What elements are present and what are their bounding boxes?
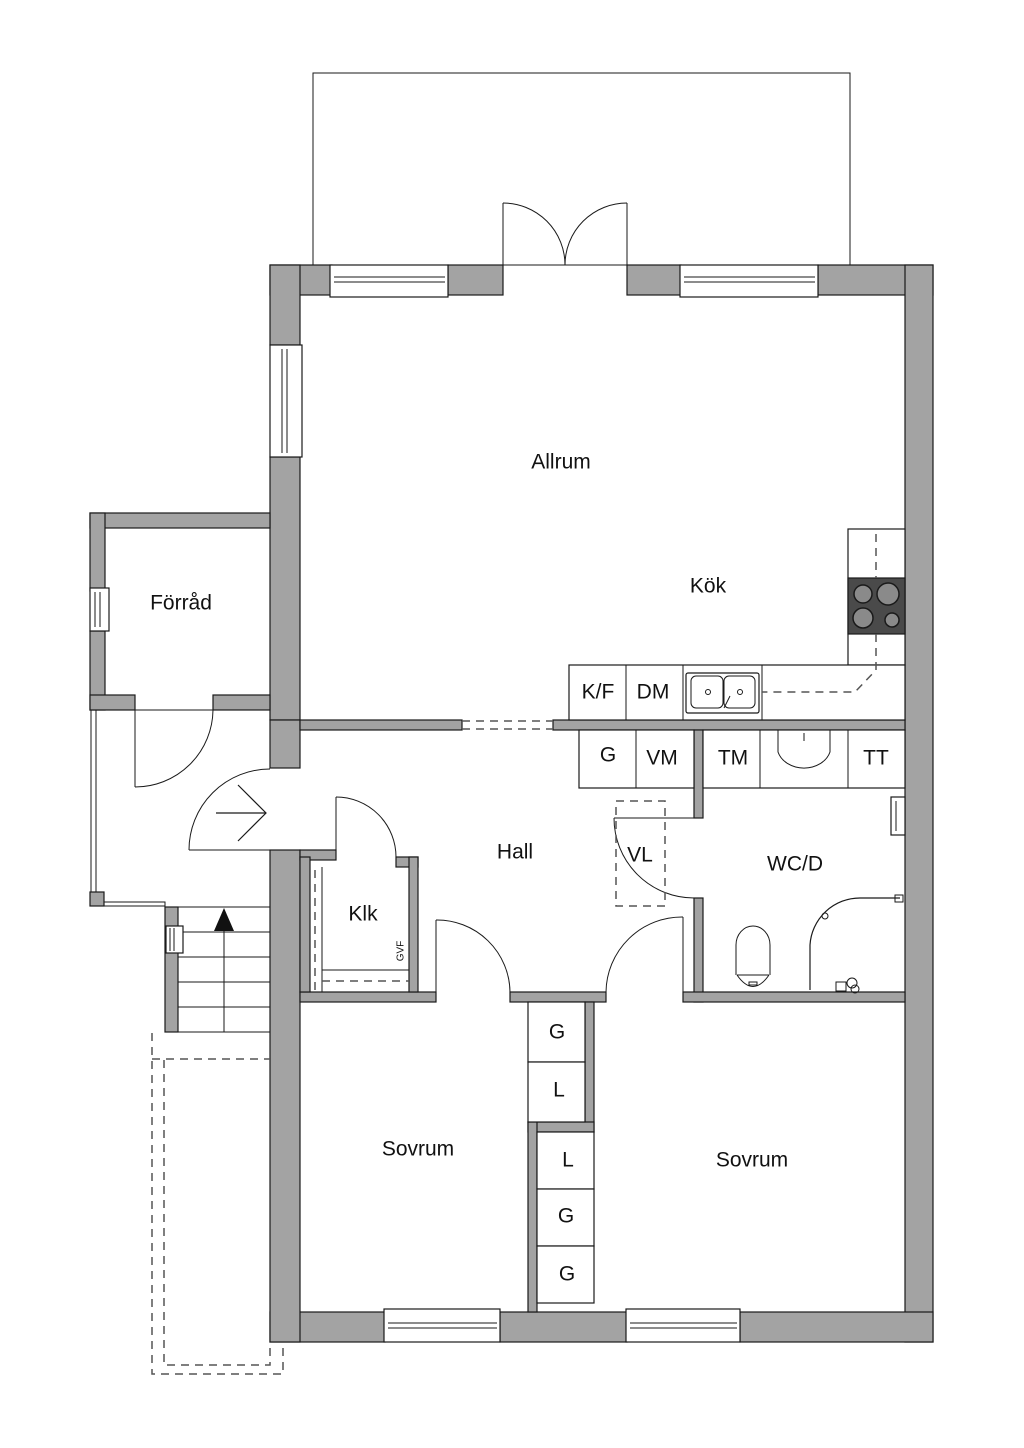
interior-walls [299, 719, 906, 1313]
sink-icon [685, 672, 760, 714]
window-left-allrum [269, 344, 303, 458]
room-label-sovrum-left: Sovrum [382, 1138, 454, 1161]
closet-label-right-1: L [562, 1149, 574, 1172]
stair-direction-arrow-icon [214, 908, 234, 931]
kitchen-counters [568, 528, 906, 721]
window-top-right [679, 264, 819, 298]
wardrobes [527, 1001, 595, 1304]
label-gvf: GVF [396, 941, 407, 962]
windows [89, 264, 906, 1343]
closet-labels: G L L G G [549, 1021, 575, 1286]
window-bottom-left [383, 1308, 501, 1343]
patio-double-door [502, 202, 628, 266]
room-label-klk: Klk [348, 903, 378, 926]
exterior-walls [269, 264, 934, 1343]
label-tm: TM [718, 747, 748, 770]
window-top-left [329, 264, 449, 298]
label-tt: TT [863, 747, 889, 770]
label-vm: VM [646, 747, 678, 770]
window-bathroom [890, 796, 906, 836]
washbasin-icon [777, 730, 831, 769]
toilet-icon [735, 925, 771, 987]
entrance-arrow-icon [216, 784, 267, 842]
room-label-forrad: Förråd [150, 592, 212, 615]
closet-shelves [314, 867, 409, 992]
porch-outline [90, 709, 270, 907]
window-forrad [89, 587, 110, 632]
label-dm: DM [637, 681, 670, 704]
room-label-hall: Hall [497, 841, 533, 864]
room-label-allrum: Allrum [531, 451, 591, 474]
closet-label-right-2: G [558, 1205, 574, 1228]
dashed-deck-outline [151, 1033, 284, 1375]
closet-label-right-3: G [559, 1263, 575, 1286]
shower-icon [809, 894, 904, 994]
label-g-laundry: G [600, 744, 616, 767]
ventilation-dashed [615, 800, 666, 907]
room-label-kok: Kök [690, 575, 727, 598]
room-label-sovrum-right: Sovrum [716, 1149, 788, 1172]
laundry-counters [578, 729, 906, 789]
bathroom-fixtures [735, 894, 904, 994]
terrace-outline [312, 72, 851, 265]
doors [134, 709, 695, 993]
window-bottom-right [625, 1308, 741, 1343]
closet-label-left-1: G [549, 1021, 565, 1044]
room-labels: Allrum Kök Förråd Hall Klk WC/D Sovrum S… [150, 451, 823, 1172]
fixture-labels: K/F DM G VM TM TT VL GVF [396, 681, 889, 962]
room-label-wc-d: WC/D [767, 853, 823, 876]
entrance-stairs [164, 906, 270, 1033]
label-vl: VL [627, 844, 653, 867]
label-kf: K/F [582, 681, 615, 704]
closet-label-left-2: L [553, 1079, 565, 1102]
